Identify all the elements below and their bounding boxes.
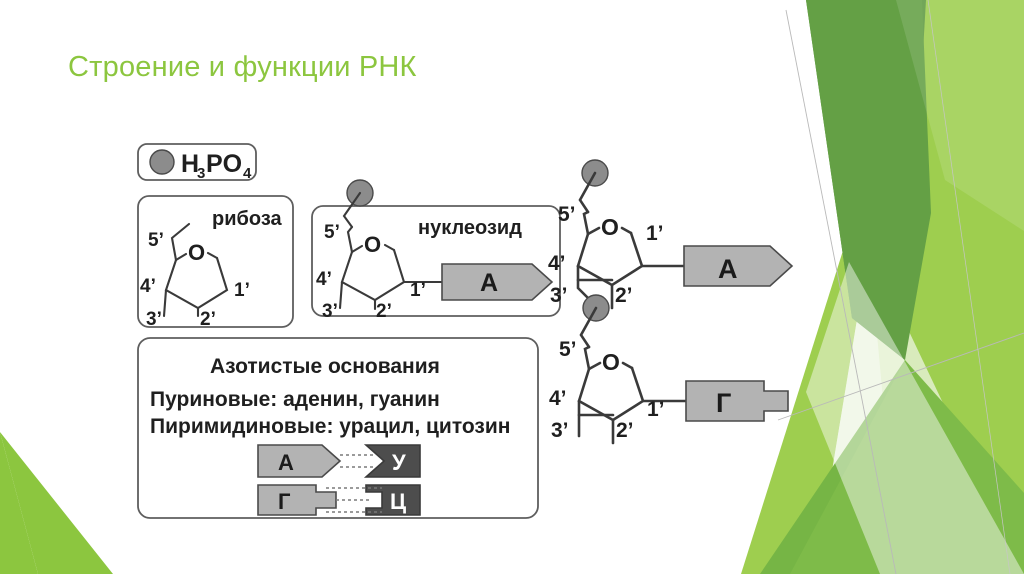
base-u-shape (363, 444, 421, 478)
base-c-letter: Ц (390, 489, 406, 514)
chain1-base-letter: А (718, 254, 738, 284)
slide-title: Строение и функции РНК (68, 51, 417, 83)
deco-hairline-3 (927, 0, 1011, 574)
ribose-c3-stub (162, 288, 168, 318)
deco-left-wedge (0, 432, 38, 574)
nitrogen-bases-panel-box (137, 337, 539, 519)
nucleoside-base-shape (441, 263, 554, 301)
phosphate-formula-sub2: 4 (243, 165, 252, 182)
nucleoside-oxygen-label: O (364, 232, 381, 257)
ribose-c4-label: 4’ (140, 276, 156, 297)
phosphate-circle-icon (149, 149, 175, 175)
base-c-shape (365, 484, 421, 516)
purine-line: Пуриновые: аденин, гуанин (150, 388, 440, 411)
nucleoside-c1-label: 1’ (410, 280, 426, 301)
base-a-letter: А (278, 450, 294, 475)
deco-mid-green-lower-2 (790, 360, 1024, 574)
ribose-oxygen-label: O (188, 240, 205, 265)
chain1-ring (576, 231, 644, 287)
phosphate-formula-main: H (181, 150, 199, 178)
chain2-o-bond-right (621, 361, 634, 370)
chain1-o-bond-left (586, 226, 601, 236)
deco-dark-blade-2 (806, 0, 931, 360)
nucleoside-caption: нуклеозид (418, 217, 522, 239)
ribose-c2-label: 2’ (200, 309, 216, 330)
chain1-c3-bond-down (576, 264, 592, 302)
deco-pale-wedge-2 (815, 247, 899, 574)
ribose-caption: рибоза (212, 208, 282, 230)
chain1-c1-label: 1’ (646, 222, 664, 245)
nucleoside-c5-bond (346, 225, 354, 254)
chain2-o-bond-left (587, 361, 602, 371)
ribose-c5-label: 5’ (148, 230, 164, 251)
ribose-panel-box (137, 195, 294, 328)
nucleoside-c3-label: 3’ (322, 301, 338, 322)
nucleoside-o-bond-right (383, 243, 396, 252)
ribose-o-bond-right (206, 251, 219, 260)
chain2-c1-label: 1’ (647, 398, 665, 421)
pyrimidine-line: Пиримидиновые: урацил, цитозин (150, 415, 510, 438)
deco-right-bright-far (905, 0, 1024, 574)
chain2-base-letter: Г (716, 388, 731, 418)
nucleoside-c5-label: 5’ (324, 222, 340, 243)
nitrogen-bases-panel: Азотистые основания Пуриновые: аденин, г… (137, 337, 539, 519)
rna-diagram-svg: .ln { stroke:#3a3a3a; stroke-width:2.1; … (137, 143, 794, 519)
chain1-c2-label: 2’ (615, 284, 633, 307)
nucleoside-c3-stub (338, 280, 344, 310)
nucleoside-c4-label: 4’ (316, 269, 332, 290)
chain2-phosphate-bond (579, 306, 598, 349)
nucleoside-c2-label: 2’ (376, 301, 392, 322)
ribose-panel: рибоза O 5’ 4’ 3’ 2’ 1’ (137, 195, 294, 330)
ribose-c1-label: 1’ (234, 280, 250, 301)
chain2-c5-bond (583, 345, 591, 371)
chain1-c5-label: 5’ (558, 203, 576, 226)
phosphate-formula-mid: PO (206, 150, 242, 178)
chain1-phosphate-bond (578, 171, 597, 214)
chain-nucleotide-1: O 5’ 4’ 3’ 2’ 1’ А (548, 159, 794, 310)
nitrogen-bases-heading: Азотистые основания (210, 355, 440, 378)
base-g-letter: Г (278, 489, 291, 514)
chain2-base-shape (685, 380, 789, 422)
deco-overlay-sheet-a (806, 262, 1024, 574)
chain1-oxygen-label: O (601, 214, 619, 240)
ribose-c3-label: 3’ (146, 309, 162, 330)
phosphate-legend: H 3 PO 4 (137, 143, 257, 182)
chain1-c5-bond (582, 210, 590, 236)
chain1-o-bond-right (620, 226, 633, 235)
chain2-c3-label: 3’ (551, 419, 569, 442)
chain1-base-shape (683, 245, 794, 287)
nucleoside-panel: нуклеозид O 5’ 4’ 3’ 2’ 1’ А (311, 179, 561, 322)
deco-right-bright-mid (905, 0, 1024, 574)
ribose-o-bond-left (174, 252, 188, 262)
base-g-shape (257, 484, 337, 516)
polynucleotide-chain: O 5’ 4’ 3’ 2’ 1’ А (548, 159, 794, 445)
rna-structure-figure: .ln { stroke:#3a3a3a; stroke-width:2.1; … (130, 130, 820, 525)
base-pair-a-u: А У (257, 444, 421, 478)
nucleoside-o-bond-left (350, 244, 364, 254)
chain2-oxygen-label: O (602, 349, 620, 375)
nucleoside-base-letter: А (480, 269, 498, 297)
deco-dark-blade (806, 0, 926, 360)
chain2-c5-label: 5’ (559, 338, 577, 361)
chain2-ring (577, 366, 645, 422)
nucleoside-phosphate-bond (342, 191, 362, 229)
ribose-c5-bond (170, 222, 191, 262)
phosphate-formula-sub1: 3 (197, 165, 205, 182)
chain-nucleotide-2: O 5’ 4’ 3’ 2’ 1’ Г (549, 306, 789, 445)
deco-pale-wedge (815, 247, 1024, 574)
base-u-letter: У (392, 450, 406, 475)
deco-overlay-sheet-b (896, 0, 1024, 231)
base-a-shape (257, 444, 342, 478)
chain1-c3-label: 3’ (550, 284, 568, 307)
chain1-c4-label: 4’ (548, 252, 566, 275)
chain2-c4-label: 4’ (549, 387, 567, 410)
base-pair-g-c: Г Ц (257, 484, 421, 516)
deco-left-wedge-2 (0, 432, 113, 574)
chain2-c2-label: 2’ (616, 419, 634, 442)
